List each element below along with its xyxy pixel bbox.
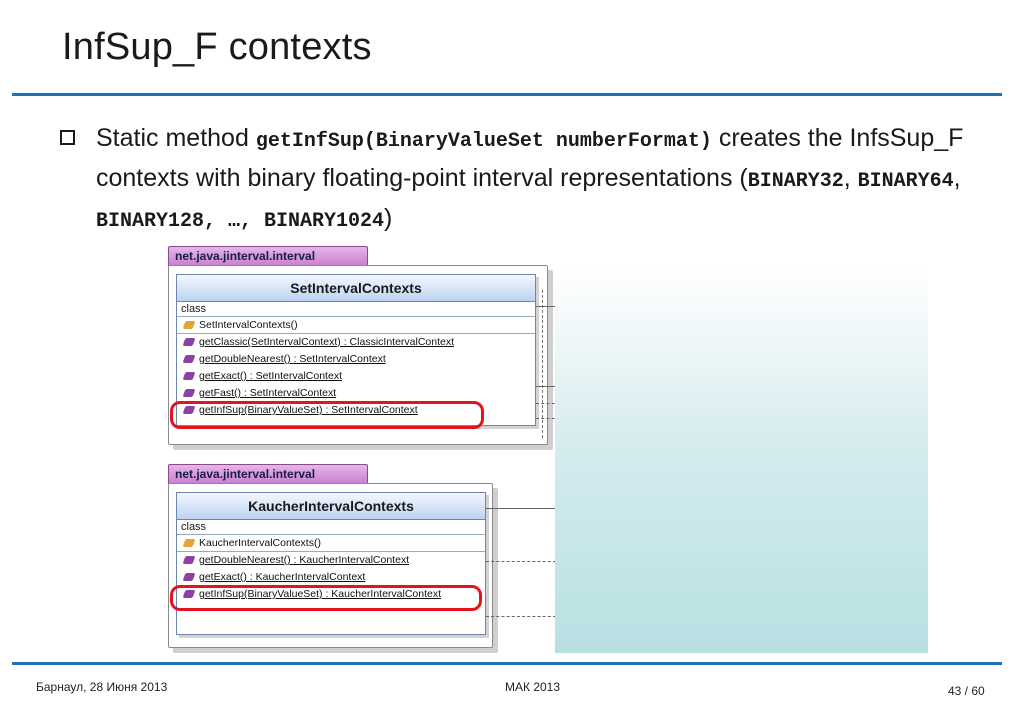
bullet-text-part: Static method	[96, 124, 256, 152]
constructor-icon	[182, 539, 196, 547]
member-label: getDoubleNearest() : SetIntervalContext	[199, 353, 386, 365]
member-label: getDoubleNearest() : KaucherIntervalCont…	[199, 554, 410, 566]
separator: ,	[953, 164, 961, 192]
footer-page-number: 43 / 60	[948, 684, 985, 698]
class-box-set-interval-contexts: SetIntervalContexts class SetIntervalCon…	[176, 274, 536, 426]
connector-line	[486, 508, 556, 509]
method-member-highlighted: getInfSup(BinaryValueSet) : KaucherInter…	[177, 586, 485, 603]
overlay-panel	[555, 268, 928, 653]
method-icon	[182, 389, 196, 397]
connector-line	[536, 418, 560, 419]
connector-line	[536, 386, 560, 387]
member-label: KaucherIntervalContexts()	[199, 537, 321, 549]
footer-conference: МАК 2013	[505, 680, 561, 694]
method-member: getExact() : SetIntervalContext	[177, 368, 535, 385]
highlight-ring-kaucher-getinfsup	[170, 585, 482, 611]
method-icon	[182, 338, 196, 346]
method-signature-code: getInfSup(BinaryValueSet numberFormat)	[255, 130, 712, 153]
connector-line	[486, 616, 556, 617]
bullet-text-part: )	[384, 204, 393, 232]
connector-vertical	[542, 290, 543, 438]
format-binary128-1024: BINARY128, …, BINARY1024	[96, 210, 385, 233]
class-box-kaucher-interval-contexts: KaucherIntervalContexts class KaucherInt…	[176, 492, 486, 635]
format-binary32: BINARY32	[747, 170, 844, 193]
package-tab-kaucher: net.java.jinterval.interval	[168, 464, 368, 484]
constructor-icon	[182, 321, 196, 329]
class-stereotype: class	[177, 520, 485, 535]
bullet-text: Static method getInfSup(BinaryValueSet n…	[96, 120, 1010, 240]
bullet-text-part: creates the InfsSup_F contexts with bina…	[96, 124, 964, 192]
member-label: getInfSup(BinaryValueSet) : SetIntervalC…	[199, 404, 418, 416]
method-icon	[182, 556, 196, 564]
separator: ,	[843, 164, 858, 192]
method-icon	[182, 355, 196, 363]
class-name: KaucherIntervalContexts	[177, 493, 485, 520]
member-label: getInfSup(BinaryValueSet) : KaucherInter…	[199, 588, 442, 600]
highlight-ring-set-getinfsup	[170, 401, 484, 429]
bullet-point: Static method getInfSup(BinaryValueSet n…	[60, 120, 1010, 240]
connector-line	[536, 306, 560, 307]
member-label: getFast() : SetIntervalContext	[199, 387, 337, 399]
method-member: getDoubleNearest() : KaucherIntervalCont…	[177, 552, 485, 569]
class-name: SetIntervalContexts	[177, 275, 535, 302]
checkbox-bullet-icon	[60, 130, 75, 145]
constructor-member: SetIntervalContexts()	[177, 317, 535, 334]
method-member: getExact() : KaucherIntervalContext	[177, 569, 485, 586]
connector-line	[536, 403, 560, 404]
footer-location-date: Барнаул, 28 Июня 2013	[36, 680, 168, 694]
constructor-member: KaucherIntervalContexts()	[177, 535, 485, 552]
method-member-highlighted: getInfSup(BinaryValueSet) : SetIntervalC…	[177, 402, 535, 419]
member-label: getClassic(SetIntervalContext) : Classic…	[199, 336, 455, 348]
method-icon	[182, 573, 196, 581]
slide-title: InfSup_F contexts	[62, 26, 372, 68]
class-stereotype: class	[177, 302, 535, 317]
connector-line	[486, 561, 556, 562]
method-icon	[182, 372, 196, 380]
package-tab-set: net.java.jinterval.interval	[168, 246, 368, 266]
member-label: SetIntervalContexts()	[199, 319, 298, 331]
method-member: getClassic(SetIntervalContext) : Classic…	[177, 334, 535, 351]
member-label: getExact() : SetIntervalContext	[199, 370, 342, 382]
method-member: getFast() : SetIntervalContext	[177, 385, 535, 402]
footer-divider	[12, 662, 1002, 665]
format-binary64: BINARY64	[857, 170, 954, 193]
method-member: getDoubleNearest() : SetIntervalContext	[177, 351, 535, 368]
title-divider	[12, 93, 1002, 96]
member-label: getExact() : KaucherIntervalContext	[199, 571, 366, 583]
